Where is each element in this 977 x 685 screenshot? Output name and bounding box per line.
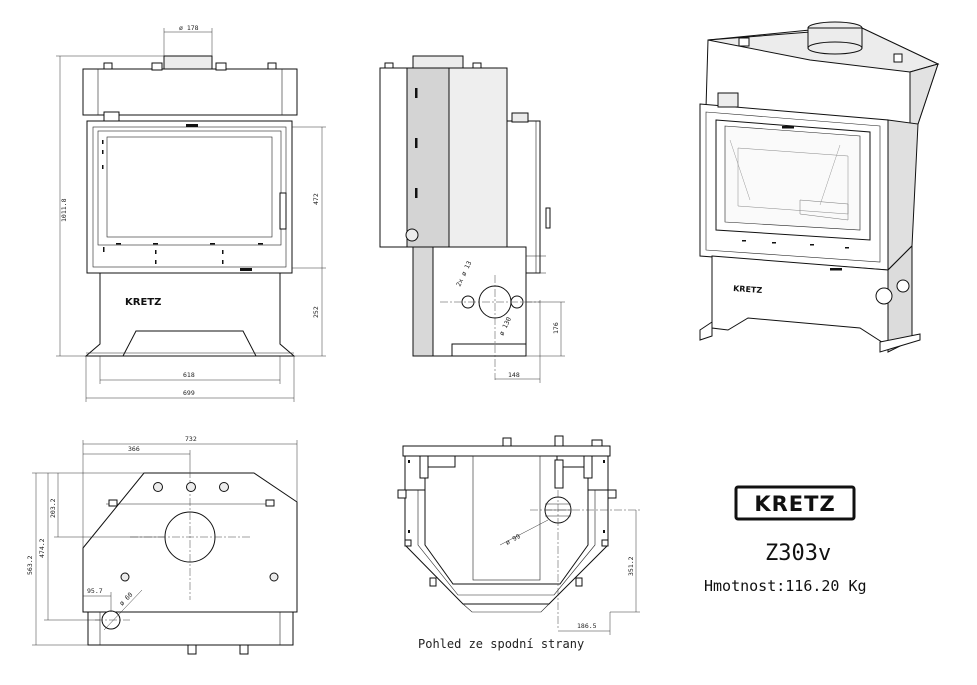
bottom-view: ø 99 351.2 186.5 Pohled ze spodní strany bbox=[397, 435, 640, 651]
bottom-view-caption: Pohled ze spodní strany bbox=[418, 637, 584, 651]
dim-flue-diameter: ø 178 bbox=[179, 24, 199, 32]
dim-offset-148: 148 bbox=[508, 371, 520, 379]
isometric-view: KRETZ bbox=[699, 21, 940, 353]
dim-height-176: 176 bbox=[552, 322, 560, 334]
dim-width-366: 366 bbox=[128, 445, 140, 453]
dim-width-732: 732 bbox=[185, 435, 197, 443]
front-view: KRETZ ø 178 1011.8 472 252 618 699 bbox=[56, 24, 326, 402]
dim-depth-474-2: 474.2 bbox=[38, 538, 46, 558]
dim-depth-203-2: 203.2 bbox=[49, 498, 57, 518]
dim-door-height: 472 bbox=[312, 193, 320, 205]
dim-depth-351-2: 351.2 bbox=[627, 556, 635, 576]
dim-hole-99: ø 99 bbox=[504, 532, 522, 546]
dim-offset-186-5: 186.5 bbox=[577, 622, 597, 630]
dim-base-height: 252 bbox=[312, 306, 320, 318]
dim-width-618: 618 bbox=[183, 371, 195, 379]
dim-depth-563-2: 563.2 bbox=[26, 555, 34, 575]
front-logo: KRETZ bbox=[125, 297, 161, 308]
product-weight: Hmotnost:116.20 Kg bbox=[704, 577, 867, 595]
title-block: KRETZ Z303v Hmotnost:116.20 Kg bbox=[704, 485, 867, 595]
iso-logo: KRETZ bbox=[733, 284, 763, 295]
dim-offset-95-7: 95.7 bbox=[87, 587, 103, 595]
top-view: 732 366 563.2 474.2 203.2 95.7 ø 60 bbox=[26, 435, 298, 655]
brand-logo: KRETZ bbox=[754, 492, 835, 516]
dim-total-height: 1011.8 bbox=[60, 198, 68, 222]
side-view: 2x ø 13 ø 130 148 176 bbox=[379, 55, 565, 383]
dim-width-699: 699 bbox=[183, 389, 195, 397]
brand-logo-frame bbox=[734, 485, 856, 521]
product-model: Z303v bbox=[765, 541, 831, 566]
